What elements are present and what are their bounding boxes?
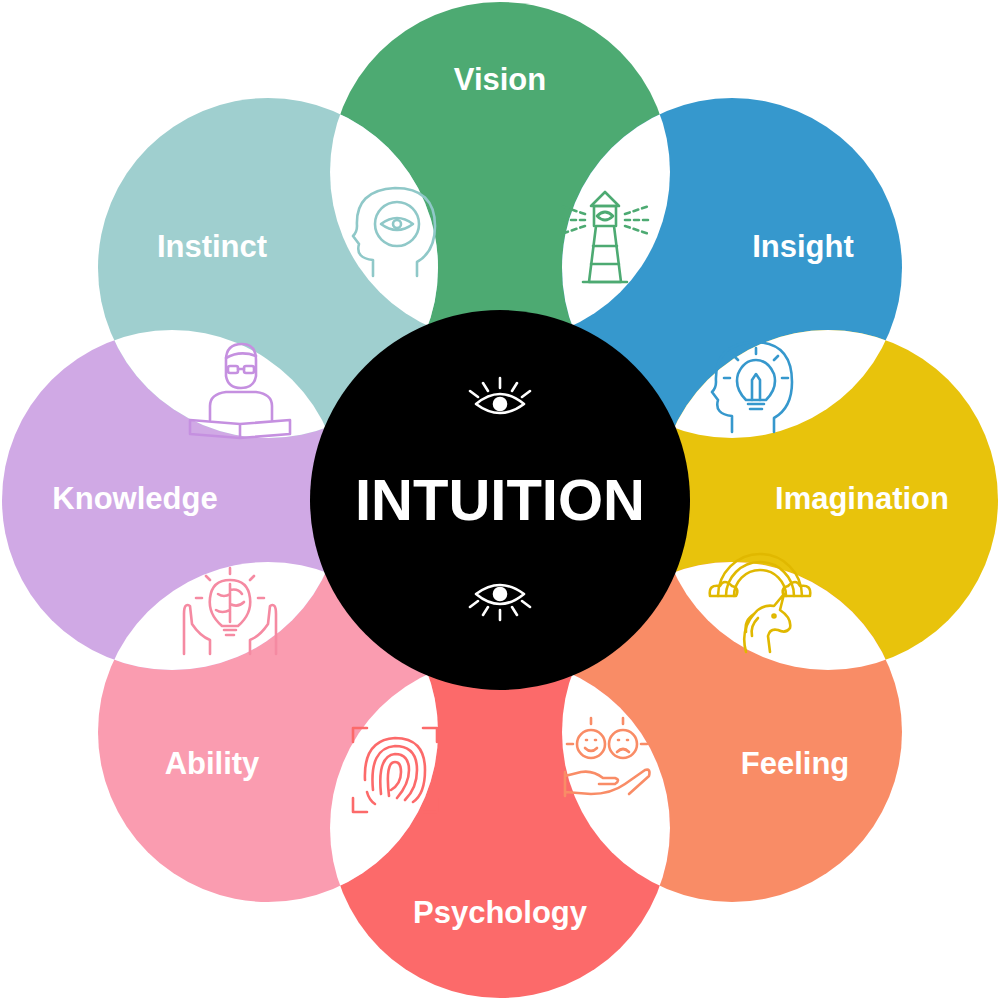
- head-eye-icon: [353, 188, 435, 276]
- brain-bulb-hands-icon: [184, 568, 276, 654]
- emotion-faces-icon: [565, 718, 650, 796]
- petal-label: Ability: [165, 747, 260, 781]
- eye-icon: [470, 378, 530, 413]
- reader-icon: [190, 344, 290, 438]
- center-circle: [310, 310, 690, 690]
- eye-icon: [470, 585, 530, 620]
- petal-label: Instinct: [157, 230, 267, 264]
- petal-label: Feeling: [741, 747, 850, 781]
- petal-label: Vision: [454, 63, 546, 97]
- petal-label: Imagination: [775, 482, 949, 516]
- petal-label: Psychology: [413, 896, 587, 930]
- petal-node: Instinct: [151, 226, 273, 268]
- fingerprint-icon: [353, 728, 437, 812]
- center-title: INTUITION: [355, 468, 645, 532]
- bulb-head-icon: [712, 342, 792, 432]
- lighthouse-icon: [559, 192, 651, 282]
- petal-node: Knowledge: [46, 478, 223, 520]
- petal-node: Imagination: [769, 478, 955, 520]
- petal-node: Insight: [746, 226, 860, 268]
- petal-label: Insight: [752, 230, 854, 264]
- petal-node: Vision: [448, 59, 552, 101]
- center-circle-node: INTUITION: [310, 310, 690, 690]
- petal-node: Ability: [159, 743, 266, 785]
- rainbow-unicorn-icon: [710, 554, 811, 652]
- petal-label: Knowledge: [52, 482, 217, 516]
- petal-node: Psychology: [407, 892, 593, 934]
- petal-node: Feeling: [735, 743, 856, 785]
